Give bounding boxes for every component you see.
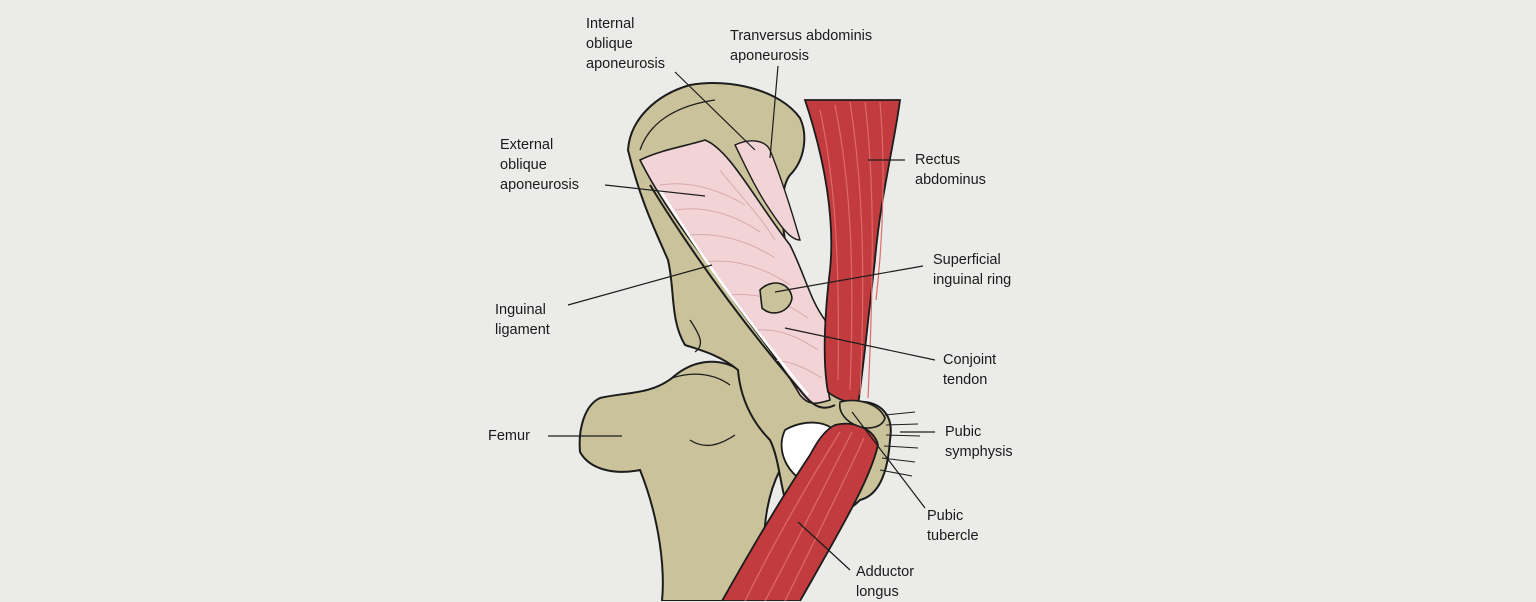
leader-lines [548,65,936,571]
adductor-longus [720,422,879,601]
label-femur: Femur [488,428,530,444]
label-rectus-abdominus: Rectus abdominus [915,152,986,188]
superficial-inguinal-ring [759,282,793,314]
leader-adductor-longus [797,521,851,571]
leader-conjoint-tendon [784,327,936,361]
label-conjoint-tendon: Conjoint tendon [943,352,997,388]
leader-inguinal-ligament [567,264,713,306]
pubic-symphysis-fibers [879,411,921,477]
leader-internal-oblique [674,71,756,151]
leader-pubic-tubercle [851,411,926,509]
leader-superficial-ring [774,265,924,293]
label-pubic-symphysis: Pubic symphysis [945,424,1013,460]
label-adductor-longus: Adductor longus [856,564,915,600]
label-internal-oblique: Internal oblique aponeurosis [586,16,665,72]
inguinal-ligament [649,184,836,409]
rectus-fibers [819,101,884,399]
femur-shading [671,373,736,447]
label-pubic-tubercle: Pubic tubercle [927,508,979,544]
iliac-crest-shading [639,99,716,353]
adductor-fibers [744,431,865,601]
inguinal-ligament-inner [658,189,809,396]
label-inguinal-ligament: Inguinal ligament [495,302,550,338]
label-superficial-inguinal-ring: Superficial inguinal ring [933,252,1012,288]
rectus-abdominis [803,99,902,407]
pubic-tubercle [838,399,886,429]
label-transversus-abdominis: Tranversus abdominis aponeurosis [730,28,873,64]
leader-external-oblique [604,184,706,197]
label-external-oblique: External oblique aponeurosis [500,137,579,193]
internal-oblique-layer [734,140,801,241]
leader-transversus [769,65,779,159]
